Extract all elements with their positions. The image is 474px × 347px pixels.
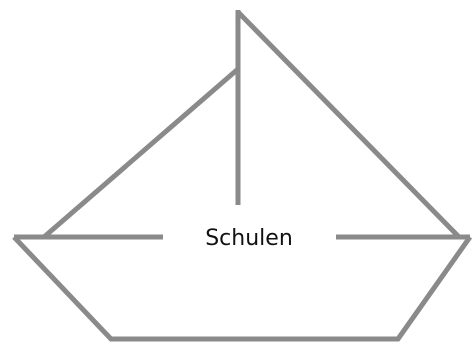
boat-label: Schulen bbox=[205, 226, 293, 251]
right-sail bbox=[238, 12, 459, 237]
hull bbox=[14, 237, 470, 339]
left-sail bbox=[44, 69, 238, 237]
